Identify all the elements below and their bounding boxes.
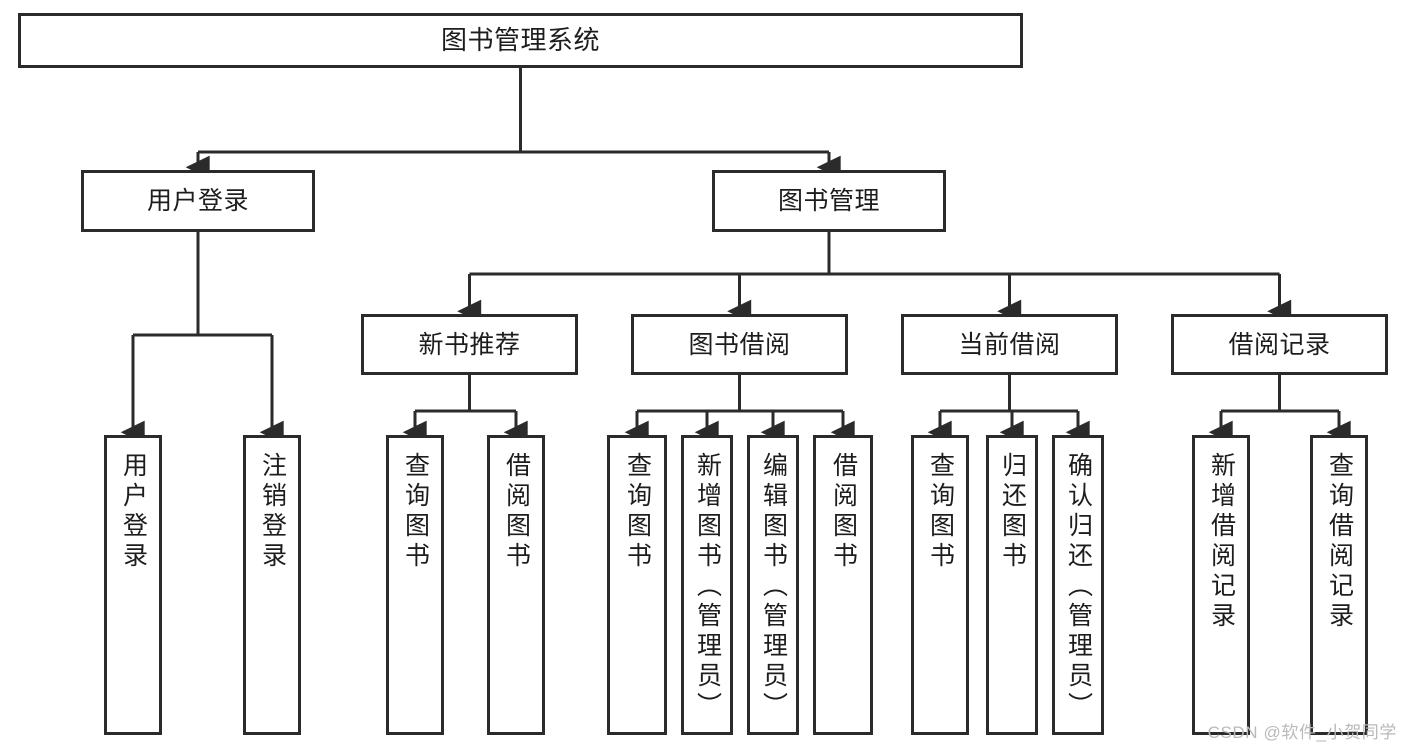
node-leaf-rec-query[interactable]: 查询图书 xyxy=(386,435,444,735)
node-label-leaf-bb-add: 新增图书（管理员） xyxy=(693,452,722,722)
node-leaf-cb-confirm[interactable]: 确认归还（管理员） xyxy=(1052,435,1104,735)
node-label-leaf-cb-return: 归还图书 xyxy=(998,452,1027,572)
node-label-leaf-bb-borrow: 借阅图书 xyxy=(829,452,858,572)
node-label-leaf-rec-borrow: 借阅图书 xyxy=(502,452,531,572)
node-book-manage[interactable]: 图书管理 xyxy=(712,170,946,232)
node-current-borrow[interactable]: 当前借阅 xyxy=(901,314,1118,375)
node-leaf-br-add[interactable]: 新增借阅记录 xyxy=(1192,435,1250,735)
node-new-book-rec[interactable]: 新书推荐 xyxy=(361,314,578,375)
node-label-leaf-rec-query: 查询图书 xyxy=(401,452,430,572)
node-label-leaf-user-login: 用户登录 xyxy=(119,452,148,572)
node-label-leaf-bb-query: 查询图书 xyxy=(623,452,652,572)
node-label-current-borrow: 当前借阅 xyxy=(958,330,1061,359)
node-label-leaf-cb-confirm: 确认归还（管理员） xyxy=(1064,452,1093,722)
node-label-leaf-logout: 注销登录 xyxy=(258,452,287,572)
node-user-login[interactable]: 用户登录 xyxy=(81,170,315,232)
node-leaf-cb-return[interactable]: 归还图书 xyxy=(986,435,1038,735)
node-label-leaf-br-query: 查询借阅记录 xyxy=(1325,452,1354,632)
node-leaf-bb-add[interactable]: 新增图书（管理员） xyxy=(681,435,733,735)
node-label-book-manage: 图书管理 xyxy=(777,187,880,215)
node-label-leaf-cb-query: 查询图书 xyxy=(926,452,955,572)
node-label-leaf-br-add: 新增借阅记录 xyxy=(1207,452,1236,632)
node-leaf-bb-borrow[interactable]: 借阅图书 xyxy=(813,435,873,735)
node-leaf-bb-edit[interactable]: 编辑图书（管理员） xyxy=(747,435,799,735)
node-book-borrow[interactable]: 图书借阅 xyxy=(631,314,848,375)
node-root[interactable]: 图书管理系统 xyxy=(18,13,1023,68)
node-leaf-user-login[interactable]: 用户登录 xyxy=(104,435,162,735)
node-label-leaf-bb-edit: 编辑图书（管理员） xyxy=(759,452,788,722)
node-label-root: 图书管理系统 xyxy=(440,24,600,55)
node-leaf-cb-query[interactable]: 查询图书 xyxy=(911,435,969,735)
node-label-book-borrow: 图书借阅 xyxy=(688,330,791,359)
node-leaf-bb-query[interactable]: 查询图书 xyxy=(607,435,667,735)
node-leaf-br-query[interactable]: 查询借阅记录 xyxy=(1310,435,1368,735)
node-label-new-book-rec: 新书推荐 xyxy=(418,330,521,359)
node-leaf-rec-borrow[interactable]: 借阅图书 xyxy=(487,435,545,735)
node-label-user-login: 用户登录 xyxy=(146,187,249,215)
node-borrow-record[interactable]: 借阅记录 xyxy=(1171,314,1388,375)
node-label-borrow-record: 借阅记录 xyxy=(1228,330,1331,359)
node-leaf-logout[interactable]: 注销登录 xyxy=(243,435,301,735)
